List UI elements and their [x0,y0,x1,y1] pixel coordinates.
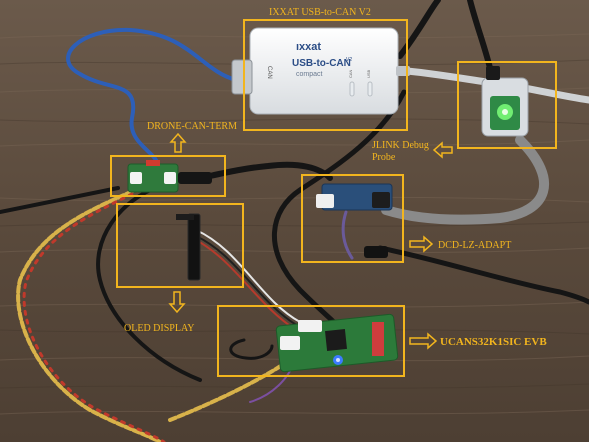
evb-blue-led-core [336,358,340,362]
drone-can-term-jumper [146,160,160,166]
drone-can-term-arrow [169,132,187,153]
oled-highlight-box [116,203,244,288]
evb-connector-top [298,320,322,332]
black-cable-lower [96,184,202,382]
annotation-arrows [168,132,453,350]
oled-display [176,213,201,281]
jlink-label-line2: Probe [372,152,396,163]
black-oled-wire [195,235,299,327]
dcd-lz-adapt-board [316,183,393,258]
black-evb-loop [229,338,274,360]
dcd-lz-adapt-header [372,192,390,208]
dcd-wires [341,210,354,260]
twisted-pair-evb [168,358,292,422]
evb-highlight-box [217,305,405,377]
evb-mcu [325,329,347,351]
dcd-lz-adapt-arrow [409,235,434,253]
black-usb-cable-top [397,0,441,59]
ucans32k1sic-evb [275,313,399,373]
black-term-cable [207,161,333,181]
ixxat-product-name: USB-to-CAN [292,58,351,69]
evb-label: UCANS32K1SIC EVB [440,336,547,348]
dcd-lz-adapt-connector [316,194,334,208]
oled-display-tab [176,214,194,220]
oled-arrow [168,291,186,314]
jlink-debug-probe [481,66,529,137]
ixxat-brand: ıxxat [296,41,321,53]
drone-can-term-connector-right [164,172,176,184]
annotation-boxes [110,19,557,377]
black-cable-left [0,186,120,214]
oled-display-body [187,213,201,281]
evb-header-pins [372,322,384,356]
black-cable-dcd [377,245,589,305]
drone-can-term-highlight-box [110,155,226,197]
grey-ribbon-cable [381,135,550,225]
dcd-lz-adapt-highlight-box [301,174,404,263]
drone-can-term-plug [178,172,212,184]
drone-can-term-connector-left [130,172,142,184]
evb-arrow [409,332,438,350]
ixxat-led-usb [367,81,373,97]
ixxat-variant: compact [296,71,323,78]
ixxat-led-label-can: CAN [348,69,353,78]
ixxat-usb-to-can-device: CAN ıxxat USB-to-CAN V2 compact CAN USB [231,27,410,115]
ixxat-highlight-box [243,19,408,131]
jlink-arrow [432,141,453,159]
jlink-status-led-core [502,109,508,115]
white-oled-wire [195,229,301,323]
twisted-pair-red [22,188,166,442]
oled-display-label: OLED DISPLAY [124,323,194,334]
blue-can-cable [66,27,238,162]
ixxat-port-label: CAN [266,66,272,79]
jlink-label-line1: JLINK Debug [372,140,429,151]
ixxat-label: IXXAT USB-to-CAN V2 [269,7,371,18]
ixxat-can-port [231,59,253,95]
red-oled-wire [195,239,297,331]
drone-can-term-board [127,160,212,193]
jlink-highlight-box [457,61,557,149]
dcd-lz-adapt-label: DCD-LZ-ADAPT [438,240,511,251]
drone-can-term-label: DRONE-CAN-TERM [147,121,237,132]
evb-connector-left [280,336,300,350]
twisted-pair-yellow [16,186,162,442]
jlink-usb-plug [486,66,500,80]
ixxat-version: V2 [346,57,352,63]
ixxat-led-label-usb: USB [366,69,371,78]
dcd-lz-adapt-plug [364,246,388,258]
ixxat-led-can [349,81,355,97]
